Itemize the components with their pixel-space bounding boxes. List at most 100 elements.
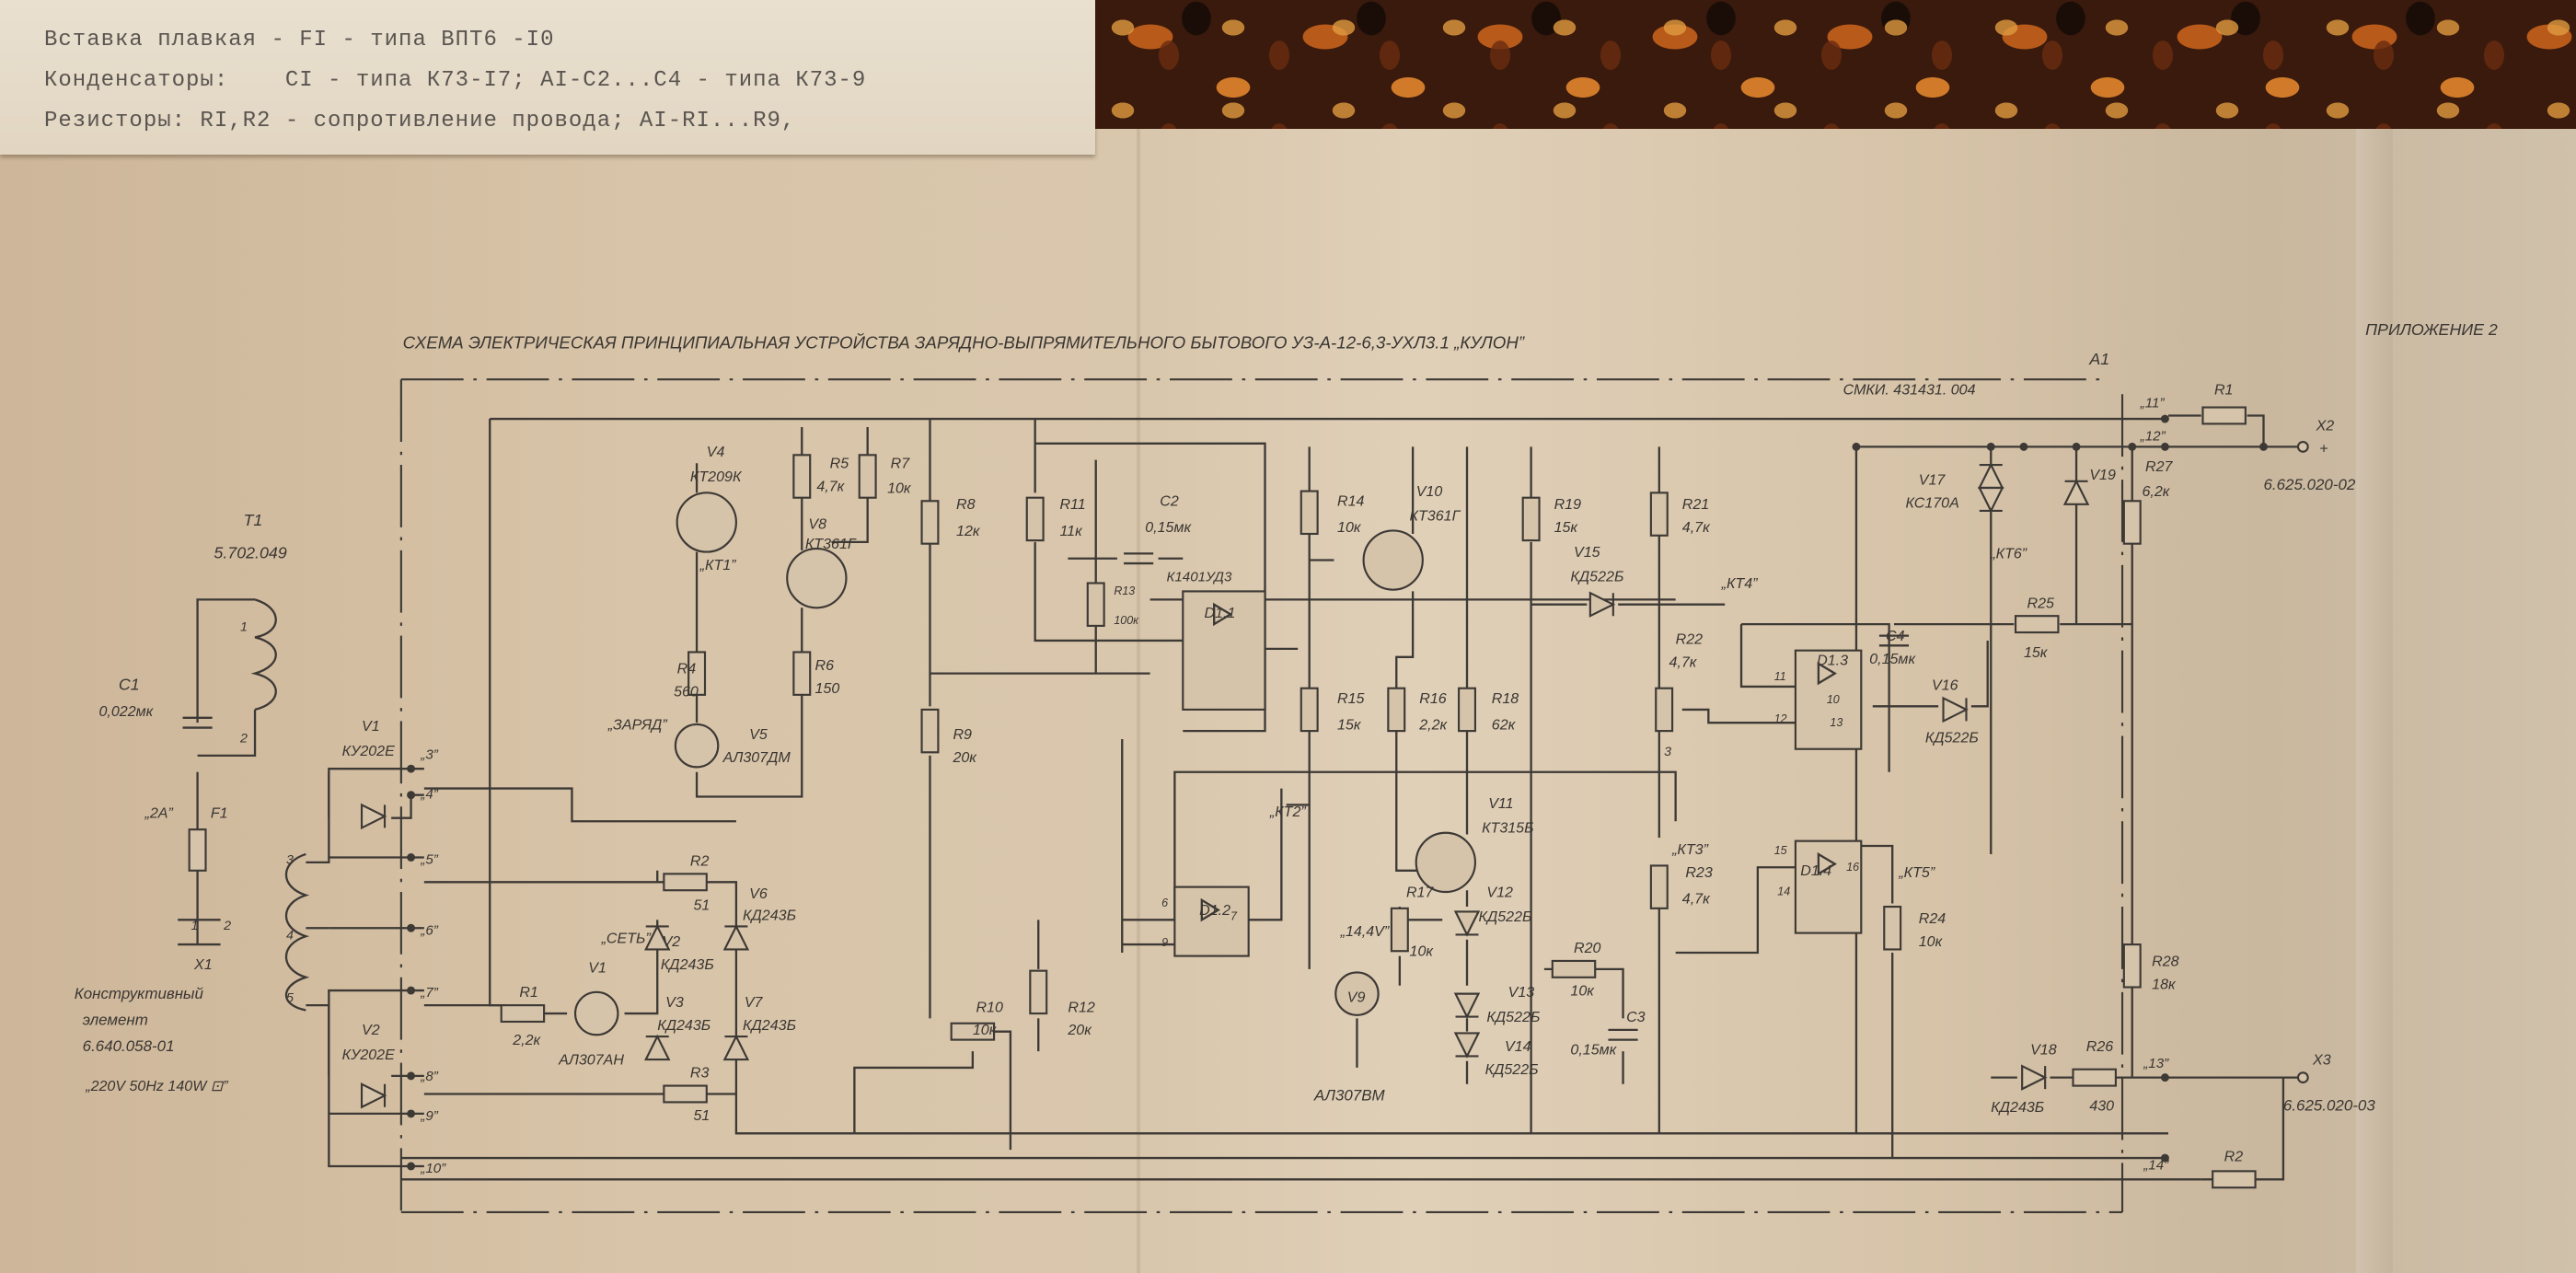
r21-ref: R21 <box>1682 496 1709 513</box>
pin: 7 <box>1230 909 1238 922</box>
terminal-6: „6” <box>420 922 438 938</box>
terminal-dot <box>2160 1073 2169 1082</box>
d1-1-ref: D1.1 <box>1204 605 1235 621</box>
v4-value: КТ209К <box>690 469 743 485</box>
v12-diode <box>1453 910 1481 937</box>
r6-ref: R6 <box>815 657 835 674</box>
r21-value: 4,7к <box>1682 519 1711 536</box>
document-number: СМКИ. 431431. 004 <box>1843 381 1976 398</box>
c2-value: 0,15мк <box>1145 519 1192 536</box>
v6-diode <box>722 924 750 951</box>
construct-label: 6.640.058-01 <box>83 1037 175 1055</box>
r13-value: 100к <box>1114 614 1139 627</box>
r1-ref: R1 <box>519 984 538 1001</box>
r16-resistor <box>1387 687 1406 733</box>
d1-2-opamp-symbol <box>1200 897 1220 922</box>
terminal-dot <box>407 1071 416 1081</box>
v18-diode <box>2021 1064 2048 1091</box>
terminal-dot <box>2160 442 2169 451</box>
r15-ref: R15 <box>1337 690 1365 707</box>
f1-ref: F1 <box>211 805 228 822</box>
labels: СХЕМА ЭЛЕКТРИЧЕСКАЯ ПРИНЦИПИАЛЬНАЯ УСТРО… <box>75 320 2498 1176</box>
r14-resistor <box>1300 490 1319 536</box>
note-line: Вставка плавкая - FI - типа ВПТ6 -I0 <box>44 28 555 52</box>
r2-ref: R2 <box>690 852 710 869</box>
v8-transistor <box>786 547 848 609</box>
d1-type: К1401УД3 <box>1166 570 1232 585</box>
rating-label: „220V 50Hz 140W ⊡” <box>85 1078 228 1094</box>
r7-resistor <box>858 454 877 499</box>
v5-led <box>674 723 720 769</box>
r14-value: 10к <box>1337 519 1362 536</box>
r7-ref: R7 <box>891 456 911 472</box>
v11-value: КТ315Б <box>1482 820 1533 837</box>
v7-value: КД243Б <box>743 1017 796 1034</box>
v1-thyristor <box>360 803 387 830</box>
x2-label: X2 <box>2316 418 2335 434</box>
r28-ref: R28 <box>2152 953 2179 969</box>
v9-ref: V9 <box>1347 989 1366 1006</box>
v7-diode <box>722 1034 750 1061</box>
kt5-label: „КТ5” <box>1898 864 1935 881</box>
x2-code: 6.625.020-02 <box>2264 476 2356 493</box>
v2b-value: КД243Б <box>661 956 714 973</box>
pin: 2 <box>223 919 231 933</box>
r2-resistor <box>663 873 708 892</box>
v1b-value: АЛ307АН <box>558 1051 624 1068</box>
pin: 11 <box>1774 670 1786 683</box>
x3-connector <box>2296 1071 2309 1084</box>
r25-value: 15к <box>2024 644 2049 661</box>
terminal-dot <box>407 1162 416 1171</box>
r10-value: 10к <box>973 1022 998 1038</box>
d1-4-ref: D1.4 <box>1800 862 1831 879</box>
c3-value: 0,15мк <box>1570 1042 1617 1059</box>
components <box>182 406 2309 1189</box>
v17-zener <box>1978 486 2004 514</box>
r10-resistor <box>950 1022 996 1041</box>
r7-value: 10к <box>887 480 912 496</box>
terminal-dot <box>407 986 416 995</box>
v5-value: АЛ307ДМ <box>722 749 791 766</box>
r25-ref: R25 <box>2027 595 2055 611</box>
r10-ref: R10 <box>976 999 1003 1015</box>
r13-ref: R13 <box>1114 584 1135 597</box>
v11-transistor <box>1415 831 1477 894</box>
f1-fuse <box>188 828 207 872</box>
r24-value: 10к <box>1919 933 1944 950</box>
terminal-dot <box>407 853 416 862</box>
note-line: Резисторы: RI,R2 - сопротивление провода… <box>44 109 796 133</box>
c1-value: 0,022мк <box>99 703 155 720</box>
v13-ref: V13 <box>1508 984 1535 1001</box>
construct-label: элемент <box>83 1012 148 1029</box>
r3-resistor <box>663 1084 708 1104</box>
pin: 16 <box>1846 861 1859 874</box>
v15-ref: V15 <box>1574 544 1600 561</box>
d1-4-opamp-symbol <box>1817 851 1837 876</box>
pin: 5 <box>286 991 294 1006</box>
v3-diode <box>644 1034 671 1061</box>
paper-fold <box>1137 110 1140 1273</box>
x2-polarity: + <box>2319 441 2328 457</box>
terminal-dot <box>1852 442 1861 451</box>
pin: 15 <box>1774 844 1787 857</box>
terminal-dot <box>2128 442 2137 451</box>
charge-led-label: „ЗАРЯД” <box>607 716 668 733</box>
pin: 9 <box>1161 936 1168 949</box>
pin: 14 <box>1777 885 1790 898</box>
notes-sheet: Вставка плавкая - FI - типа ВПТ6 -I0 Кон… <box>0 0 1095 155</box>
d1-2-ref: D1.2 <box>1199 902 1230 919</box>
pin: 12 <box>1774 712 1787 725</box>
appendix-label: ПРИЛОЖЕНИЕ 2 <box>2365 320 2498 339</box>
r2-output-ref: R2 <box>2224 1149 2244 1165</box>
c4-value: 0,15мк <box>1869 651 1916 667</box>
r17-ref: R17 <box>1406 884 1435 900</box>
r8-resistor <box>920 500 940 545</box>
r8-value: 12к <box>956 523 981 539</box>
v1-led <box>573 990 619 1036</box>
pin: 3 <box>286 853 294 868</box>
v10-value: КТ361Г <box>1410 508 1461 525</box>
r19-value: 15к <box>1554 519 1579 536</box>
r9-value: 20к <box>952 749 977 766</box>
c1-ref: C1 <box>119 675 140 693</box>
v10-transistor <box>1362 529 1424 591</box>
